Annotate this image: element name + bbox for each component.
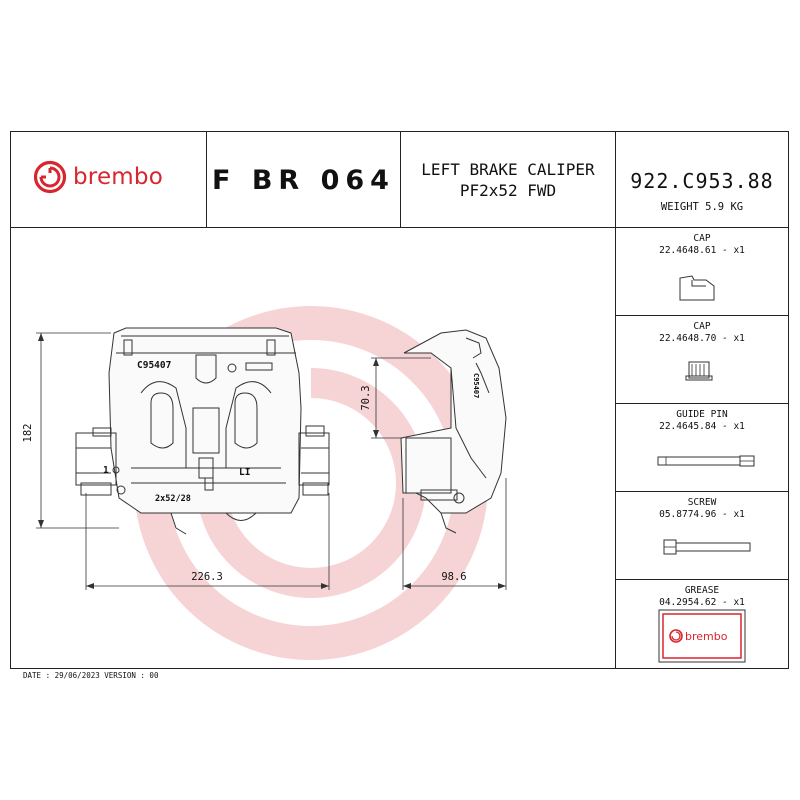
part-name: GREASE bbox=[684, 585, 720, 596]
side-casting-number: C95407 bbox=[472, 373, 480, 398]
cap-icon bbox=[685, 361, 713, 381]
side-mark: LI bbox=[239, 467, 250, 478]
part-code: 04.2954.62 - x1 bbox=[659, 597, 745, 608]
dimension-lines bbox=[36, 332, 507, 590]
caliper-side-view bbox=[400, 329, 507, 534]
part-number-cell: 922.C953.88 WEIGHT 5.9 KG bbox=[616, 132, 788, 227]
caliper-front-view bbox=[75, 327, 330, 535]
guide-pin-icon bbox=[657, 455, 755, 467]
part-name: CAP bbox=[693, 321, 711, 332]
description-cell: LEFT BRAKE CALIPER PF2x52 FWD bbox=[401, 132, 616, 227]
brand-name: brembo bbox=[73, 164, 163, 190]
brembo-logo: brembo bbox=[33, 160, 163, 194]
product-code: F BR 064 bbox=[212, 165, 395, 196]
dimension-labels: 182 226.3 98.6 70.3 bbox=[22, 385, 467, 583]
dimension-arrows bbox=[38, 333, 506, 589]
part-code: 22.4648.61 - x1 bbox=[659, 245, 745, 256]
dim-width-label: 226.3 bbox=[191, 571, 223, 583]
part-code: 05.8774.96 - x1 bbox=[659, 509, 745, 520]
caliper-drawing: C95407 2x52/28 LI 1 C95407 bbox=[22, 306, 507, 660]
grease-brand-label: brembo bbox=[685, 630, 728, 643]
title-block: brembo F BR 064 LEFT BRAKE CALIPER PF2x5… bbox=[11, 132, 788, 228]
part-cap-1: CAP 22.4648.61 - x1 bbox=[616, 228, 788, 316]
drawing-sheet: brembo F BR 064 LEFT BRAKE CALIPER PF2x5… bbox=[10, 131, 789, 669]
part-number: 922.C953.88 bbox=[630, 169, 774, 193]
part-screw: SCREW 05.8774.96 - x1 bbox=[616, 492, 788, 580]
piston-mark: 2x52/28 bbox=[155, 494, 191, 504]
part-code: 22.4645.84 - x1 bbox=[659, 421, 745, 432]
code-cell: F BR 064 bbox=[207, 132, 401, 227]
part-guide-pin: GUIDE PIN 22.4645.84 - x1 bbox=[616, 404, 788, 492]
technical-drawing: C95407 2x52/28 LI 1 C95407 bbox=[11, 228, 616, 668]
dim-side-width-label: 98.6 bbox=[441, 571, 466, 583]
part-cap-2: CAP 22.4648.70 - x1 bbox=[616, 316, 788, 404]
part-name: CAP bbox=[693, 233, 711, 244]
grease-icon: brembo bbox=[658, 609, 746, 663]
part-grease: GREASE 04.2954.62 - x1 brembo bbox=[616, 580, 788, 668]
product-subtitle: PF2x52 FWD bbox=[459, 181, 557, 200]
logo-cell: brembo bbox=[11, 132, 207, 227]
parts-list: CAP 22.4648.61 - x1 CAP 22.4648.70 - x1 … bbox=[616, 228, 788, 668]
part-name: GUIDE PIN bbox=[676, 409, 728, 420]
weight: WEIGHT 5.9 KG bbox=[660, 201, 744, 213]
brembo-mark-icon bbox=[33, 160, 67, 194]
part-code: 22.4648.70 - x1 bbox=[659, 333, 745, 344]
dim-height-label: 182 bbox=[22, 424, 34, 443]
product-title: LEFT BRAKE CALIPER bbox=[421, 160, 595, 179]
port-mark: 1 bbox=[103, 465, 109, 476]
casting-marks: C95407 2x52/28 LI 1 bbox=[103, 360, 250, 504]
part-name: SCREW bbox=[687, 497, 717, 508]
casting-number: C95407 bbox=[137, 360, 171, 371]
cap-icon bbox=[679, 275, 715, 301]
footer-date-version: DATE : 29/06/2023 VERSION : 00 bbox=[23, 671, 159, 680]
screw-icon bbox=[663, 539, 751, 555]
dim-side-height-label: 70.3 bbox=[360, 385, 372, 410]
